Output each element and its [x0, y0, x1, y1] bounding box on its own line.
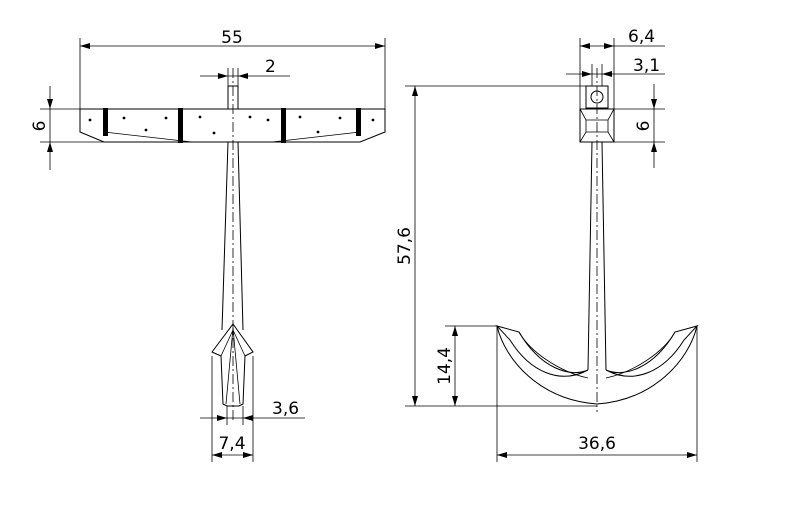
dim-ring-outer: 6,4	[628, 27, 655, 47]
dim-fluke-tip: 3,6	[272, 399, 299, 419]
dim-6-arrow	[47, 99, 53, 109]
dim-3-1-arrow	[602, 71, 612, 77]
dim-2-arrow	[218, 73, 228, 79]
dim-fluke-width: 7,4	[218, 434, 245, 454]
stock-outline	[79, 108, 386, 143]
stock-inner-line	[271, 131, 361, 143]
dim-arm-span: 36,6	[578, 434, 616, 454]
side-view: 6,4 3,1 6 57,6 14,4 36,6	[395, 27, 699, 462]
fluke-inner	[220, 327, 246, 405]
dim-shank-width: 2	[265, 57, 276, 77]
stock-rivets	[88, 115, 375, 135]
shank-outline	[221, 85, 244, 331]
stock-band	[103, 108, 108, 136]
side-shank	[587, 141, 607, 371]
dim-6-4-arrow	[604, 43, 614, 49]
dim-stock-height-left: 6	[30, 121, 50, 132]
dim-3-6-arrow	[217, 415, 227, 421]
dim-arm-height: 14,4	[435, 347, 455, 385]
stock-band	[356, 108, 361, 136]
dim-ring-inner: 3,1	[633, 56, 660, 76]
dim-3-1-arrow	[582, 71, 592, 77]
anchor-arms-inner	[518, 331, 676, 379]
stock-inner-line	[103, 131, 193, 143]
dim-stock-height-right: 6	[634, 121, 654, 132]
dim-2-arrow	[238, 73, 248, 79]
dim-3-6-arrow	[243, 415, 253, 421]
anchor-arms	[495, 325, 699, 405]
top-view: 55 2 6 3,6 7,4	[30, 28, 386, 462]
stock-band	[178, 108, 183, 143]
dim-overall-width: 55	[221, 28, 243, 48]
dim-6r-arrow	[651, 99, 657, 109]
dim-6r-arrow	[651, 142, 657, 152]
stock-band	[281, 108, 286, 143]
dim-6-arrow	[47, 142, 53, 152]
dim-total-height: 57,6	[395, 227, 415, 265]
